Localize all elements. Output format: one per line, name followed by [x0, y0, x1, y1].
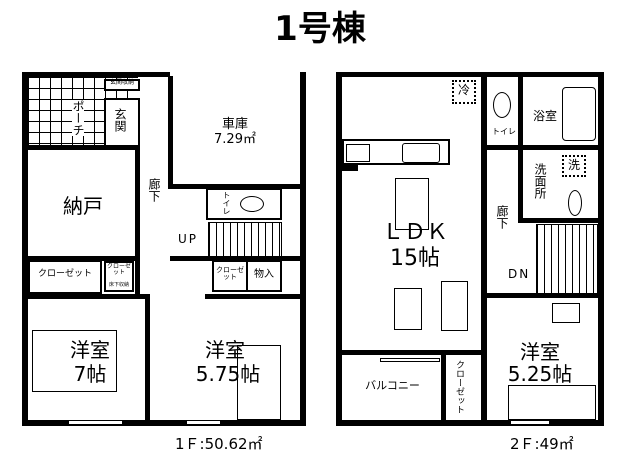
wall	[28, 256, 140, 261]
stairs-down-label: DN	[508, 267, 531, 281]
closet-right	[212, 260, 248, 292]
wall	[300, 72, 306, 426]
closet-left-label: クローゼット	[37, 269, 92, 279]
sofa	[394, 288, 422, 330]
wall	[22, 72, 28, 426]
window	[380, 358, 440, 362]
wall	[22, 294, 146, 299]
garage-label: 車庫	[221, 117, 248, 132]
stairs-up-label: UP	[178, 232, 199, 246]
wall	[441, 352, 446, 422]
sofa	[441, 281, 468, 331]
building-title: 1号棟	[274, 9, 366, 49]
entrance-storage	[104, 79, 140, 91]
ldk-label: ＬＤＫ	[381, 220, 448, 245]
fridge-label: 冷	[457, 83, 470, 97]
window	[510, 420, 550, 425]
wall	[168, 184, 306, 189]
wall	[336, 420, 604, 426]
wall	[481, 72, 487, 426]
toilet-fixture-icon	[493, 92, 511, 118]
wall	[342, 165, 358, 171]
bathtub	[562, 87, 596, 141]
closet-right-label: クローゼット	[216, 266, 244, 281]
wall	[598, 72, 604, 426]
fridge	[452, 80, 476, 104]
desk	[552, 303, 580, 323]
room-a-size: 7帖	[73, 362, 107, 386]
bed	[237, 345, 281, 420]
room-b-label: 洋室	[205, 338, 245, 362]
wall	[22, 420, 306, 426]
corridor-label: 廊下	[147, 178, 161, 202]
wall	[336, 350, 486, 355]
storage-label: 物入	[254, 269, 274, 280]
toilet-fixture-icon	[240, 196, 264, 212]
washer-label: 洗	[567, 158, 580, 172]
closet-small	[104, 261, 134, 292]
closet-left	[28, 260, 102, 294]
entrance-storage-label: 玄関収納	[109, 79, 134, 86]
stove-icon	[346, 144, 370, 162]
wall	[135, 145, 140, 295]
toilet-label: トイレ	[222, 191, 231, 215]
closet-small-label: クローゼット	[106, 263, 131, 276]
washroom-label: 洗面所	[533, 163, 547, 199]
closet-label: クローゼット	[454, 360, 464, 414]
wall	[485, 293, 604, 298]
room-a-label: 洋室	[70, 338, 110, 362]
bed	[508, 385, 596, 420]
floor-1-area: 1Ｆ:50.62㎡	[175, 435, 263, 453]
storeroom-label: 納戸	[63, 194, 103, 218]
floor-2-area: 2Ｆ:49㎡	[510, 435, 574, 453]
room-label: 洋室	[520, 340, 560, 364]
wall	[336, 72, 604, 77]
entrance-label: 玄関	[113, 108, 127, 132]
window	[68, 420, 123, 425]
dining-table	[395, 178, 429, 230]
washer	[562, 155, 586, 177]
storage	[246, 260, 282, 292]
entrance-area	[104, 98, 140, 147]
washbasin-icon	[568, 190, 582, 216]
wall	[170, 256, 306, 261]
balcony-label: バルコニー	[365, 379, 420, 392]
bath-label: 浴室	[532, 109, 557, 123]
wall	[518, 218, 604, 223]
wall	[28, 145, 140, 150]
ldk-size: 15帖	[390, 246, 440, 271]
wall	[168, 76, 173, 188]
wall	[205, 294, 306, 299]
room-b-size: 5.75帖	[195, 362, 261, 386]
bed	[32, 330, 117, 392]
porch-label: ポーチ	[71, 100, 85, 136]
stairs	[536, 224, 598, 294]
window	[186, 420, 221, 425]
floor-1-plan: ポーチ 玄関 玄関収納 車庫 7.29㎡ 納戸 廊下 トイレ UP クローゼット…	[0, 0, 310, 452]
room-size: 5.25帖	[507, 362, 573, 386]
wall	[22, 72, 170, 77]
wall	[336, 72, 342, 426]
toilet-label: トイレ	[492, 127, 516, 136]
wall	[145, 294, 150, 424]
garage-area: 7.29㎡	[214, 132, 256, 147]
sink-icon	[402, 143, 440, 163]
wall	[518, 76, 523, 221]
underfloor-storage-label: 床下収納	[108, 282, 129, 288]
wall	[485, 145, 604, 150]
corridor-label: 廊下	[495, 205, 509, 229]
